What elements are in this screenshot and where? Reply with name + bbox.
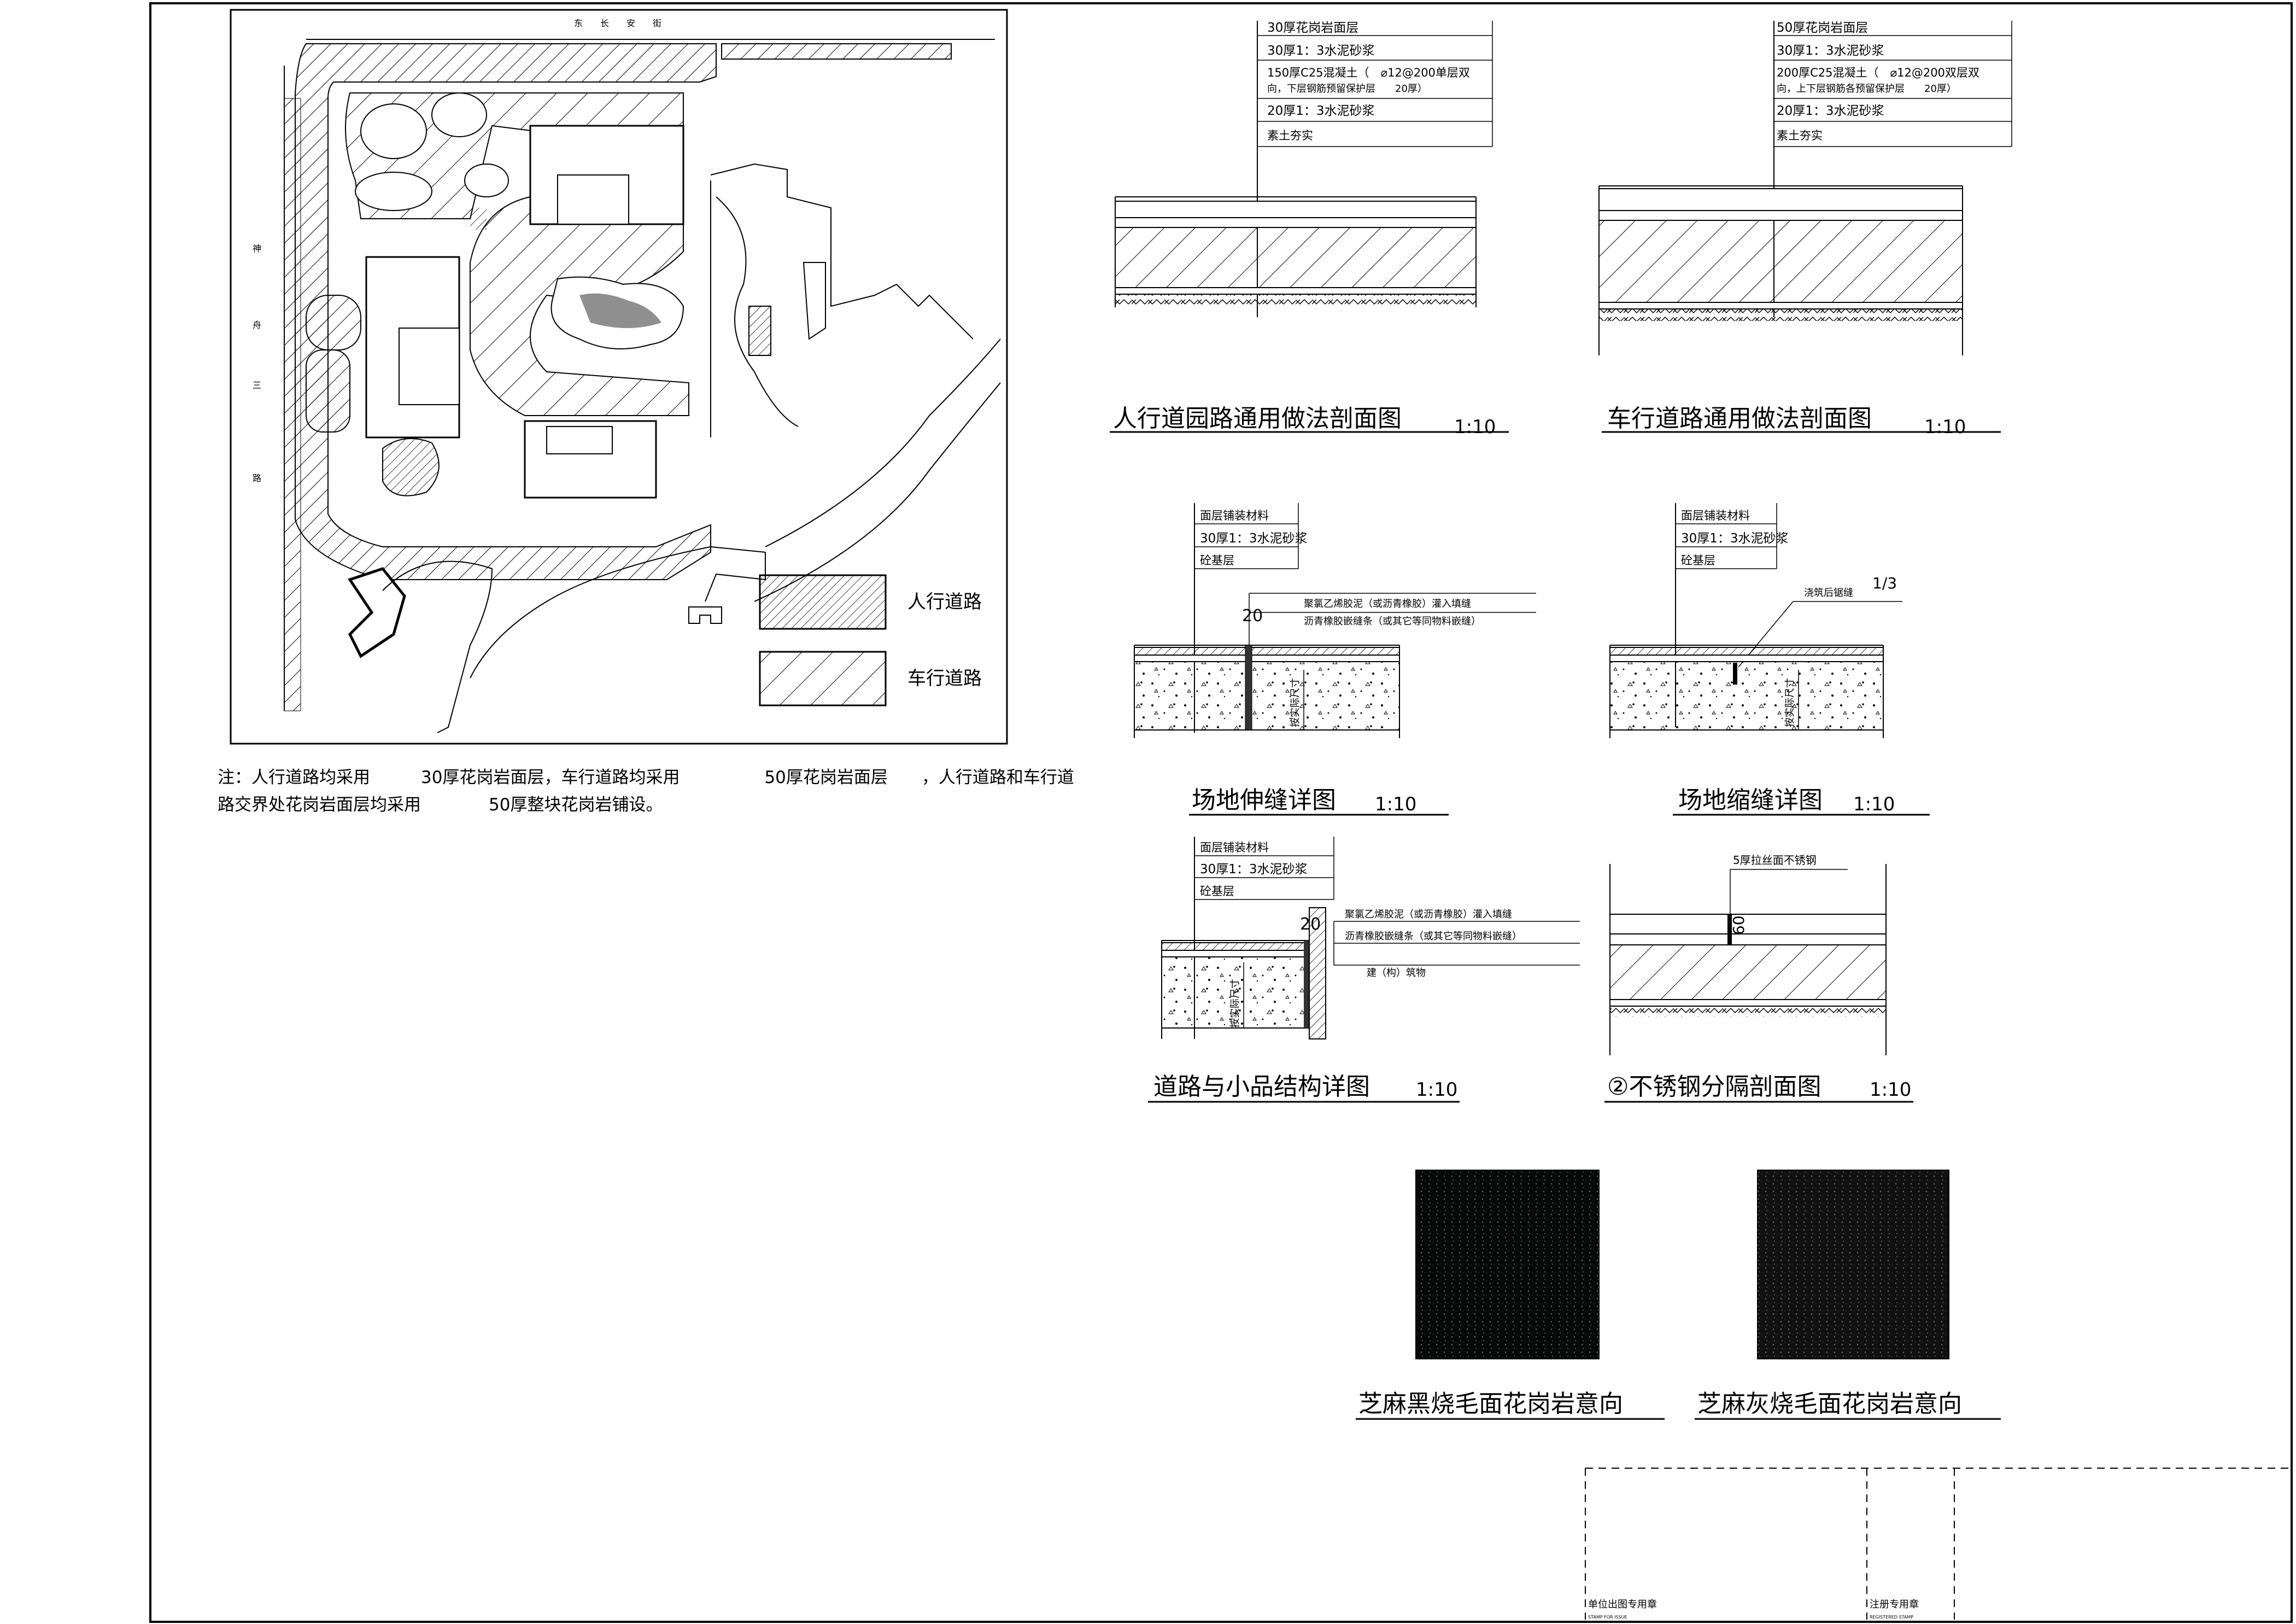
depth-label: 按实际尺寸 bbox=[1229, 979, 1241, 1028]
detail-title-pedestrian: 人行道园路通用做法剖面图 bbox=[1113, 405, 1402, 433]
site-plan: 东 长 安 街 神 舟 三 路 bbox=[230, 9, 1008, 745]
detail-scale-contraction: 1:10 bbox=[1853, 793, 1895, 815]
layer-label: 30厚1：3水泥砂浆 bbox=[1200, 862, 1308, 877]
stamp-area: 单位出图专用章 STAMP FOR ISSUE 注册专用章 REGISTERED… bbox=[1585, 1468, 2291, 1620]
layer-label: 面层铺装材料 bbox=[1200, 509, 1269, 522]
layer-label: 30厚1：3水泥砂浆 bbox=[1681, 531, 1789, 546]
site-plan-frame bbox=[230, 9, 1008, 745]
site-plan-note-line1: 注：人行道路均采用 30厚花岗岩面层，车行道路均采用 50厚花岗岩面层 ，人行道… bbox=[218, 768, 1074, 787]
detail-scale-expansion: 1:10 bbox=[1375, 793, 1416, 815]
layer-label: 向，下层钢筋预留保护层 20厚） bbox=[1267, 83, 1427, 95]
layer-label: 200厚C25混凝土（ ⌀12@200双层双 bbox=[1777, 66, 1979, 79]
road-label-left: 神 舟 三 路 bbox=[253, 243, 261, 483]
layer-label: 面层铺装材料 bbox=[1200, 841, 1269, 854]
stamp-issue-label: 单位出图专用章 bbox=[1588, 1599, 1657, 1610]
detail-expansion-joint: 面层铺装材料 30厚1：3水泥砂浆 砼基层 聚氯乙烯胶泥（或沥青橡胶）灌入填缝 … bbox=[1134, 503, 1536, 816]
legend-label-pedestrian: 人行道路 bbox=[907, 591, 982, 613]
layer-label: 20厚1：3水泥砂浆 bbox=[1267, 104, 1375, 118]
legend-swatch-vehicle bbox=[759, 651, 887, 706]
divider-dimension: 60 bbox=[1730, 915, 1748, 935]
note-label: 沥青橡胶嵌缝条（或其它等同物料嵌缝） bbox=[1304, 616, 1481, 627]
detail-title-expansion: 场地伸缝详图 bbox=[1192, 786, 1336, 814]
note-label: 聚氯乙烯胶泥（或沥青橡胶）灌入填缝 bbox=[1345, 909, 1512, 920]
sample-title-black: 芝麻黑烧毛面花岗岩意向 bbox=[1358, 1390, 1623, 1418]
detail-scale-structure: 1:10 bbox=[1416, 1079, 1457, 1101]
detail-title-vehicle: 车行道路通用做法剖面图 bbox=[1607, 405, 1872, 433]
layer-label: 20厚1：3水泥砂浆 bbox=[1777, 104, 1884, 118]
note-label: 沥青橡胶嵌缝条（或其它等同物料嵌缝） bbox=[1345, 931, 1522, 942]
detail-pedestrian-section: 30厚花岗岩面层 30厚1：3水泥砂浆 150厚C25混凝土（ ⌀12@200单… bbox=[1110, 21, 1509, 438]
detail-scale-vehicle: 1:10 bbox=[1924, 416, 1966, 438]
sample-title-grey: 芝麻灰烧毛面花岗岩意向 bbox=[1697, 1390, 1962, 1418]
detail-title-contraction: 场地缩缝详图 bbox=[1678, 786, 1823, 814]
sheet-border bbox=[149, 2, 2293, 1623]
detail-title-stainless: ②不锈钢分隔剖面图 bbox=[1607, 1073, 1821, 1101]
legend-swatch-pedestrian bbox=[759, 574, 887, 630]
layer-label: 素土夯实 bbox=[1267, 129, 1313, 142]
note-label: 浇筑后锯缝 bbox=[1804, 587, 1853, 599]
svg-text:路: 路 bbox=[253, 473, 261, 483]
road-label-top: 东 长 安 街 bbox=[574, 18, 661, 28]
depth-label: 按实际尺寸 bbox=[1290, 678, 1301, 727]
legend: 人行道路 车行道路 bbox=[759, 574, 982, 706]
note-label: 建（构）筑物 bbox=[1367, 967, 1426, 979]
layer-label: 砼基层 bbox=[1200, 554, 1234, 567]
granite-sample-grey: 芝麻灰烧毛面花岗岩意向 bbox=[1695, 1170, 2001, 1420]
detail-road-structure: 面层铺装材料 30厚1：3水泥砂浆 砼基层 聚氯乙烯胶泥（或沥青橡胶）灌入填缝 … bbox=[1148, 837, 1580, 1103]
layer-label: 30厚1：3水泥砂浆 bbox=[1200, 531, 1308, 546]
cut-ratio: 1/3 bbox=[1872, 574, 1897, 592]
layer-label: 30厚1：3水泥砂浆 bbox=[1777, 44, 1884, 58]
legend-label-vehicle: 车行道路 bbox=[907, 668, 982, 690]
south-pavilion bbox=[348, 567, 406, 658]
detail-scale-stainless: 1:10 bbox=[1870, 1079, 1911, 1101]
layer-label: 30厚花岗岩面层 bbox=[1267, 21, 1358, 35]
stamp-registered-label: 注册专用章 bbox=[1870, 1599, 1919, 1610]
layer-callouts: 50厚花岗岩面层 30厚1：3水泥砂浆 200厚C25混凝土（ ⌀12@200双… bbox=[1773, 21, 2012, 317]
detail-stainless-divider: 5厚拉丝面不锈钢 60 ②不锈钢分隔剖面图 1:10 bbox=[1604, 854, 1913, 1103]
detail-contraction-joint: 面层铺装材料 30厚1：3水泥砂浆 砼基层 浇筑后锯缝 1/3 按实际尺寸 场地… bbox=[1609, 503, 1930, 816]
layer-label: 50厚花岗岩面层 bbox=[1777, 21, 1868, 35]
perimeter-pedestrian-path bbox=[295, 43, 717, 580]
layer-label: 砼基层 bbox=[1200, 885, 1234, 898]
stamp-registered-label-en: REGISTERED STAMP bbox=[1870, 1615, 1913, 1620]
layer-label: 30厚1：3水泥砂浆 bbox=[1267, 44, 1375, 58]
detail-scale-pedestrian: 1:10 bbox=[1454, 416, 1496, 438]
layer-label: 面层铺装材料 bbox=[1681, 509, 1750, 522]
note-label: 5厚拉丝面不锈钢 bbox=[1733, 854, 1817, 867]
svg-text:神: 神 bbox=[253, 243, 261, 254]
joint-dimension: 20 bbox=[1242, 606, 1263, 626]
depth-label: 按实际尺寸 bbox=[1784, 678, 1796, 727]
svg-text:舟: 舟 bbox=[253, 320, 261, 330]
stamp-issue-label-en: STAMP FOR ISSUE bbox=[1588, 1615, 1627, 1620]
layer-label: 向，上下层钢筋各预留保护层 20厚） bbox=[1777, 83, 1957, 95]
svg-text:三: 三 bbox=[253, 380, 261, 390]
granite-sample-black: 芝麻黑烧毛面花岗岩意向 bbox=[1356, 1170, 1665, 1420]
detail-vehicle-section: 50厚花岗岩面层 30厚1：3水泥砂浆 200厚C25混凝土（ ⌀12@200双… bbox=[1598, 21, 2012, 438]
detail-title-structure: 道路与小品结构详图 bbox=[1153, 1073, 1370, 1101]
note-label: 聚氯乙烯胶泥（或沥青橡胶）灌入填缝 bbox=[1304, 598, 1471, 610]
layer-label: 砼基层 bbox=[1681, 554, 1715, 567]
layer-label: 150厚C25混凝土（ ⌀12@200单层双 bbox=[1267, 66, 1470, 79]
site-plan-note-line2: 路交界处花岗岩面层均采用 50厚整块花岗岩铺设。 bbox=[218, 795, 663, 815]
layer-label: 素土夯实 bbox=[1777, 129, 1823, 142]
